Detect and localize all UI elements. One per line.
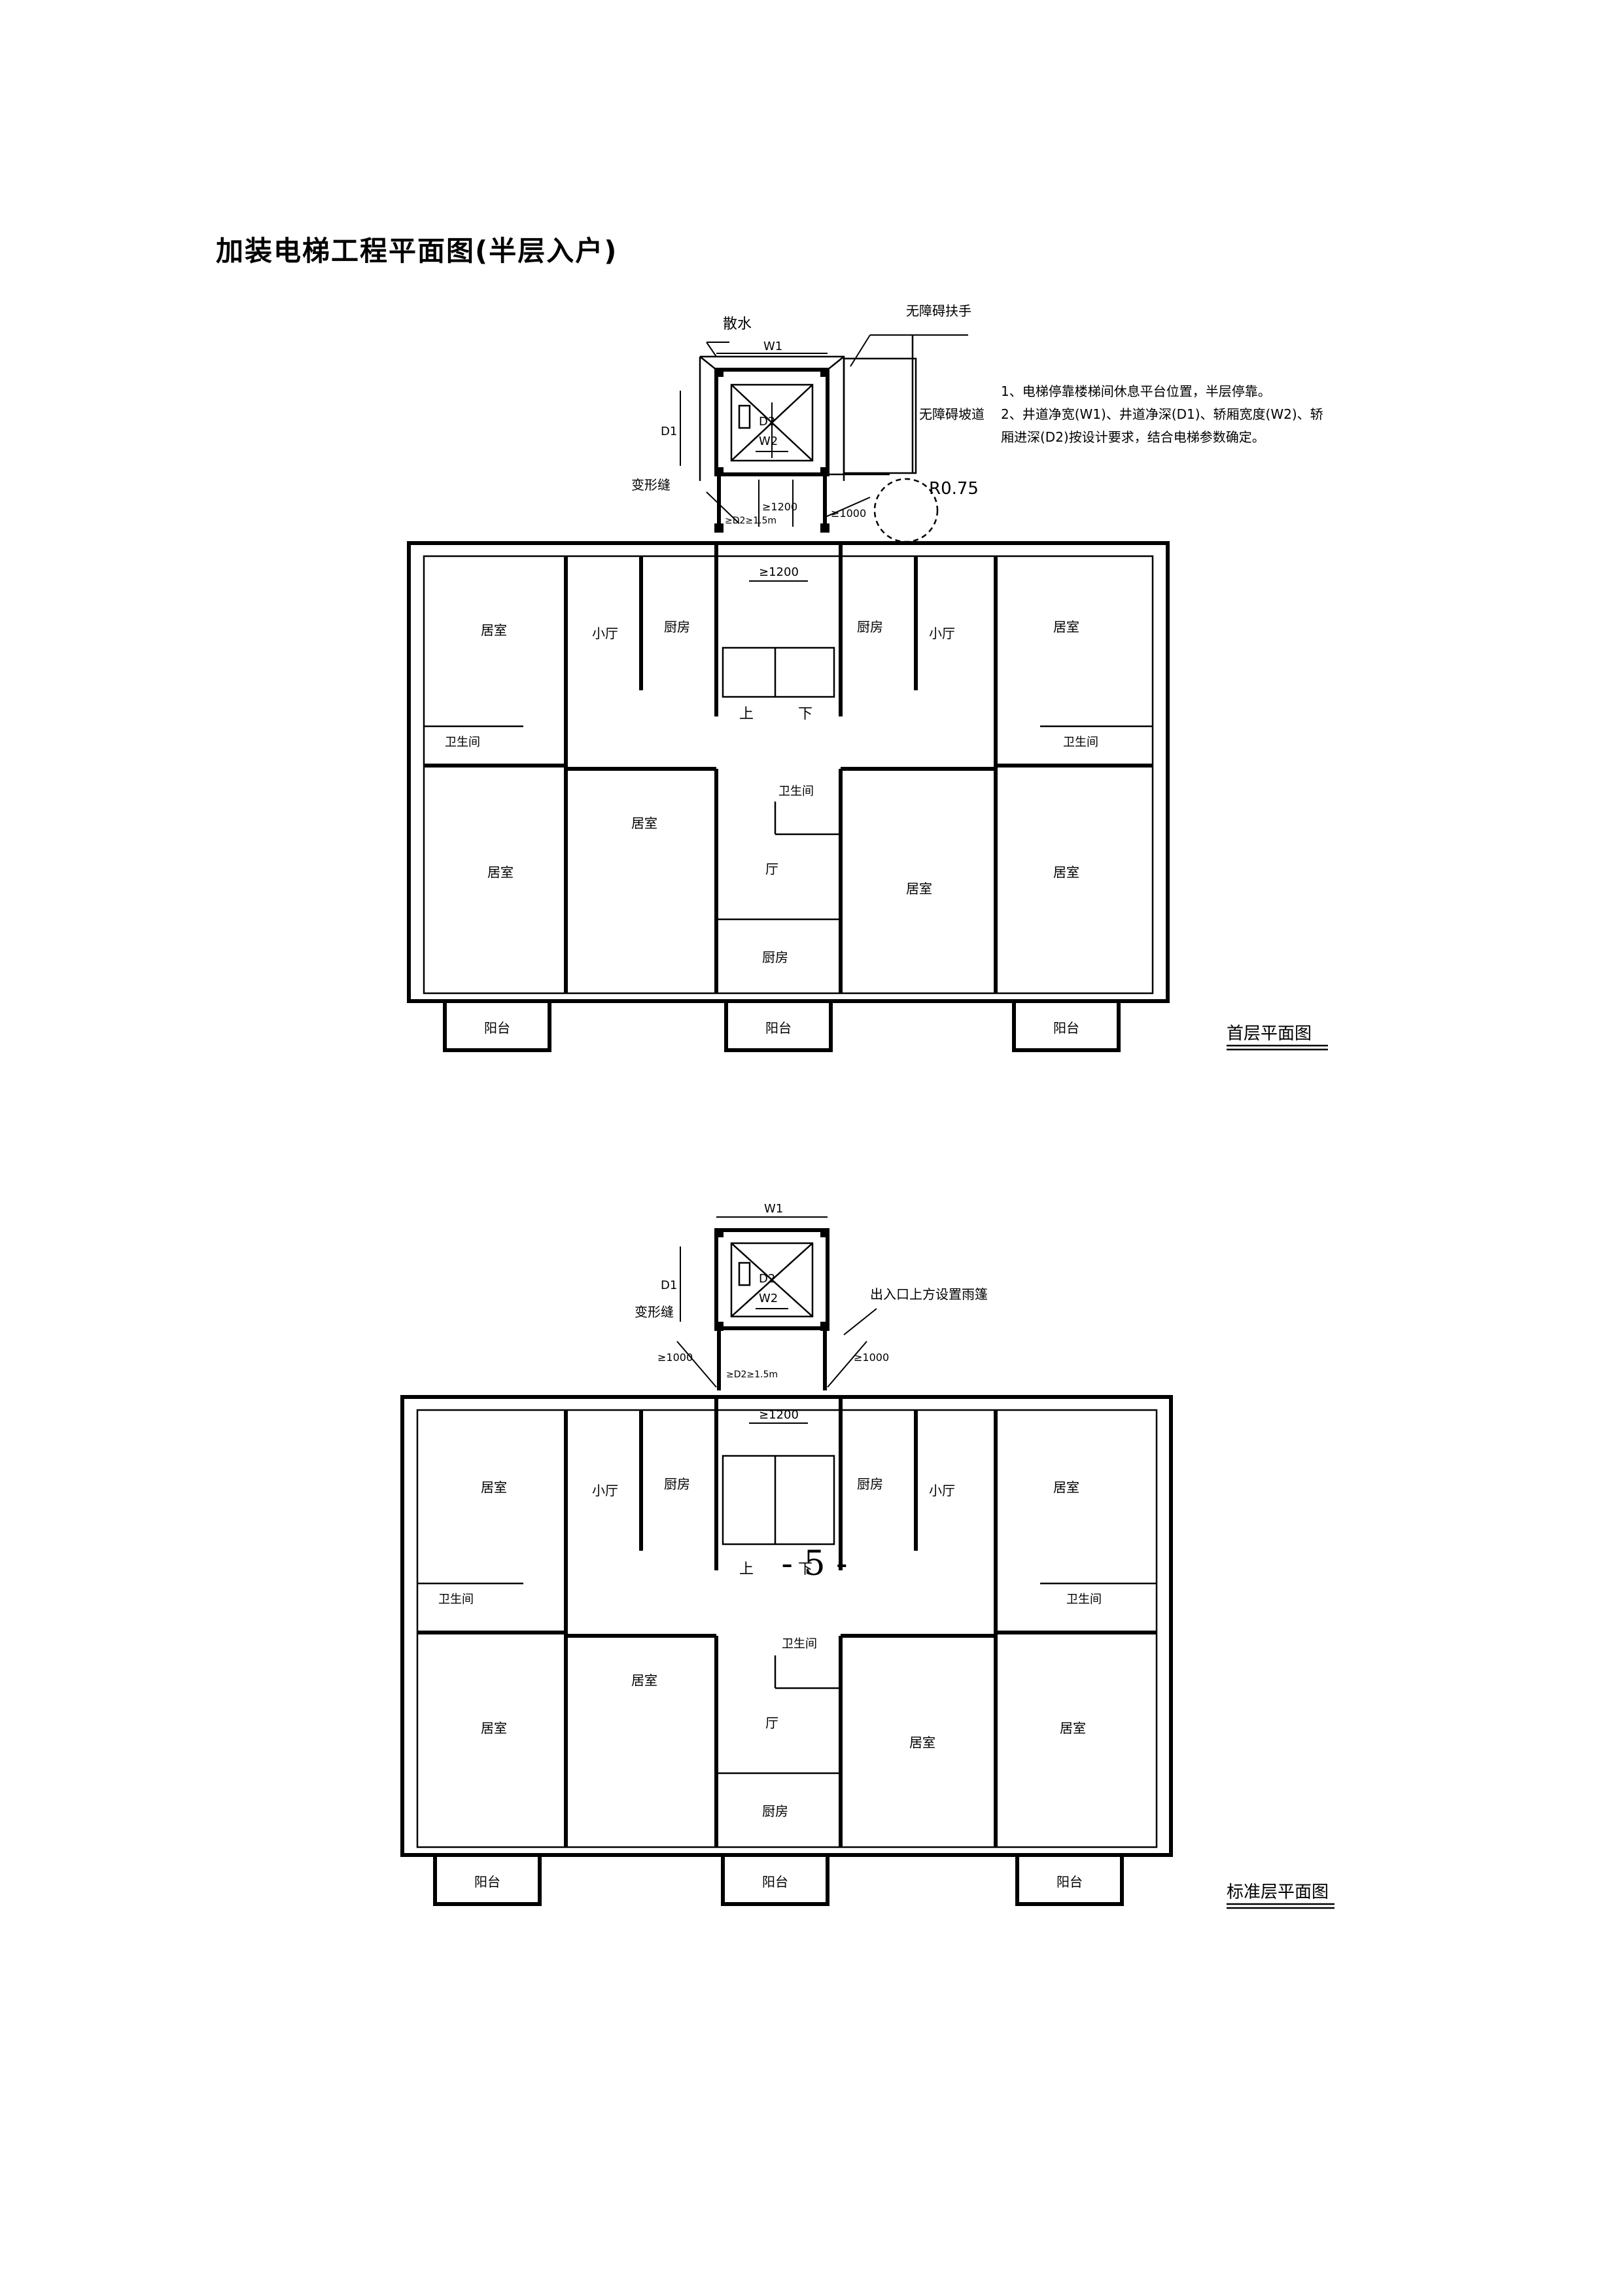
standard-room-bedroom-6: 居室 — [1060, 1720, 1086, 1736]
ground-ramp-label: 无障碍坡道 — [919, 406, 985, 422]
ground-dim-1000: ≥1000 — [831, 507, 866, 520]
ground-dim-1200-a: ≥1200 — [762, 501, 797, 513]
standard-dim-w2: W2 — [759, 1292, 778, 1305]
ground-plan-caption: 首层平面图 — [1227, 1024, 1312, 1044]
ground-handrail-label: 无障碍扶手 — [906, 303, 971, 319]
standard-canopy-label: 出入口上方设置雨篷 — [870, 1286, 988, 1302]
elevator-shaft — [680, 334, 968, 582]
standard-stair-down: 下 — [798, 1561, 812, 1578]
standard-room-kitchen-3: 厨房 — [762, 1803, 788, 1819]
standard-dim-d1: D1 — [661, 1279, 677, 1292]
ground-room-bedroom-2: 居室 — [1053, 619, 1079, 635]
standard-room-bathroom-2: 卫生间 — [1066, 1593, 1102, 1606]
ground-balcony-2: 阳台 — [765, 1020, 792, 1036]
ground-room-bedroom-3: 居室 — [487, 864, 514, 880]
standard-room-bathroom-1: 卫生间 — [438, 1593, 474, 1606]
standard-room-bedroom-2: 居室 — [1053, 1479, 1079, 1495]
ground-dim-1200-b: ≥1200 — [759, 565, 799, 579]
ground-dim-w2: W2 — [759, 434, 778, 448]
page-number: - 5 - — [781, 1544, 848, 1583]
standard-joint-label: 变形缝 — [635, 1304, 674, 1320]
ground-room-small-hall-2: 小厅 — [929, 626, 955, 641]
note-line-1: 1、电梯停靠楼梯间休息平台位置，半层停靠。 — [1001, 383, 1271, 399]
ground-room-bathroom-2: 卫生间 — [1063, 735, 1098, 749]
ground-joint-label: 变形缝 — [631, 477, 671, 493]
standard-dim-1000-right: ≥1000 — [854, 1351, 889, 1364]
ground-balcony-3: 阳台 — [1053, 1020, 1079, 1036]
standard-room-hall: 厅 — [765, 1715, 778, 1731]
standard-room-bedroom-3: 居室 — [481, 1720, 507, 1736]
note-line-2: 2、井道净宽(W1)、井道净深(D1)、轿厢宽度(W2)、轿 — [1001, 406, 1323, 422]
standard-room-small-hall-2: 小厅 — [929, 1483, 955, 1498]
standard-dim-1200: ≥1200 — [759, 1408, 799, 1422]
note-line-3: 厢进深(D2)按设计要求，结合电梯参数确定。 — [1001, 429, 1265, 445]
ground-balcony-1: 阳台 — [484, 1020, 510, 1036]
ground-room-kitchen-1: 厨房 — [664, 619, 690, 635]
standard-building — [400, 1395, 1173, 1906]
standard-room-small-hall-1: 小厅 — [592, 1483, 618, 1498]
standard-room-bedroom-5: 居室 — [909, 1735, 935, 1750]
standard-dim-d2-15: ≥D2≥1.5m — [726, 1369, 778, 1380]
ground-room-kitchen-3: 厨房 — [762, 949, 788, 965]
ground-room-kitchen-2: 厨房 — [857, 619, 883, 635]
standard-balcony-2: 阳台 — [762, 1874, 788, 1890]
standard-stair-up: 上 — [739, 1561, 754, 1578]
ground-dim-d2-15: ≥D2≥1.5m — [725, 516, 777, 526]
ground-stair-down: 下 — [798, 706, 812, 722]
ground-room-bathroom-3: 卫生间 — [778, 785, 814, 798]
ground-room-small-hall-1: 小厅 — [592, 626, 618, 641]
ground-room-bedroom-5: 居室 — [906, 881, 932, 896]
standard-dim-d2: D2 — [759, 1272, 775, 1286]
standard-room-kitchen-1: 厨房 — [664, 1476, 690, 1492]
ground-room-hall: 厅 — [765, 861, 778, 877]
standard-balcony-1: 阳台 — [474, 1874, 500, 1890]
standard-room-bathroom-3: 卫生间 — [782, 1637, 817, 1651]
standard-elevator-shaft — [676, 1216, 877, 1424]
page-title: 加装电梯工程平面图(半层入户) — [216, 235, 618, 267]
ground-sanshui-label: 散水 — [723, 316, 752, 332]
ground-room-bathroom-1: 卫生间 — [445, 735, 480, 749]
standard-room-kitchen-2: 厨房 — [857, 1476, 883, 1492]
ground-stair-up: 上 — [739, 706, 754, 722]
ground-dim-w1: W1 — [763, 340, 782, 353]
ground-radius-label: R0.75 — [929, 479, 979, 499]
standard-dim-w1: W1 — [764, 1202, 783, 1216]
ground-room-bedroom-4: 居室 — [631, 815, 657, 831]
ground-room-bedroom-1: 居室 — [481, 622, 507, 638]
standard-room-bedroom-4: 居室 — [631, 1672, 657, 1688]
standard-balcony-3: 阳台 — [1056, 1874, 1083, 1890]
ground-dim-d1: D1 — [661, 425, 677, 438]
standard-plan-caption: 标准层平面图 — [1227, 1882, 1329, 1902]
ground-room-bedroom-6: 居室 — [1053, 864, 1079, 880]
ground-building — [407, 541, 1170, 1052]
standard-dim-1000-left: ≥1000 — [657, 1351, 693, 1364]
ground-dim-d2: D2 — [759, 415, 775, 429]
standard-room-bedroom-1: 居室 — [481, 1479, 507, 1495]
